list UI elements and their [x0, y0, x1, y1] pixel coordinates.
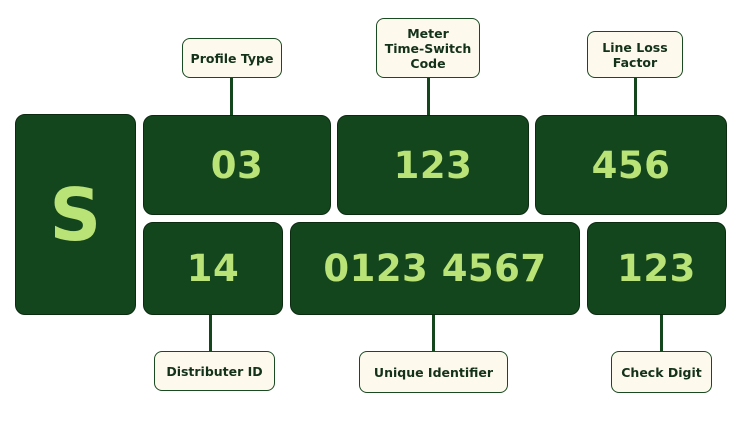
profile-type-connector	[230, 77, 233, 115]
unique-identifier-value: 0123 4567	[323, 247, 547, 290]
line-loss-factor-label: Line Loss Factor	[587, 31, 683, 78]
check-digit-label: Check Digit	[611, 351, 712, 393]
line-loss-factor-connector	[634, 77, 637, 115]
distributer-id-value: 14	[186, 247, 240, 290]
prefix-cell: S	[15, 114, 136, 315]
profile-type-label: Profile Type	[182, 38, 282, 78]
meter-time-switch-code-label: Meter Time-Switch Code	[376, 18, 480, 78]
meter-time-switch-code-connector	[427, 77, 430, 115]
check-digit-value: 123	[617, 247, 696, 290]
profile-type-value: 03	[210, 143, 264, 187]
distributer-id-connector	[209, 315, 212, 352]
check-digit-cell: 123	[587, 222, 726, 315]
meter-time-switch-code-cell: 123	[337, 115, 529, 215]
unique-identifier-label: Unique Identifier	[359, 351, 508, 393]
prefix-value: S	[49, 172, 102, 257]
distributer-id-label: Distributer ID	[154, 351, 275, 391]
line-loss-factor-value: 456	[591, 143, 671, 187]
meter-time-switch-code-value: 123	[393, 143, 473, 187]
unique-identifier-cell: 0123 4567	[290, 222, 580, 315]
check-digit-connector	[660, 315, 663, 352]
unique-identifier-connector	[432, 315, 435, 352]
line-loss-factor-cell: 456	[535, 115, 727, 215]
profile-type-cell: 03	[143, 115, 331, 215]
distributer-id-cell: 14	[143, 222, 283, 315]
